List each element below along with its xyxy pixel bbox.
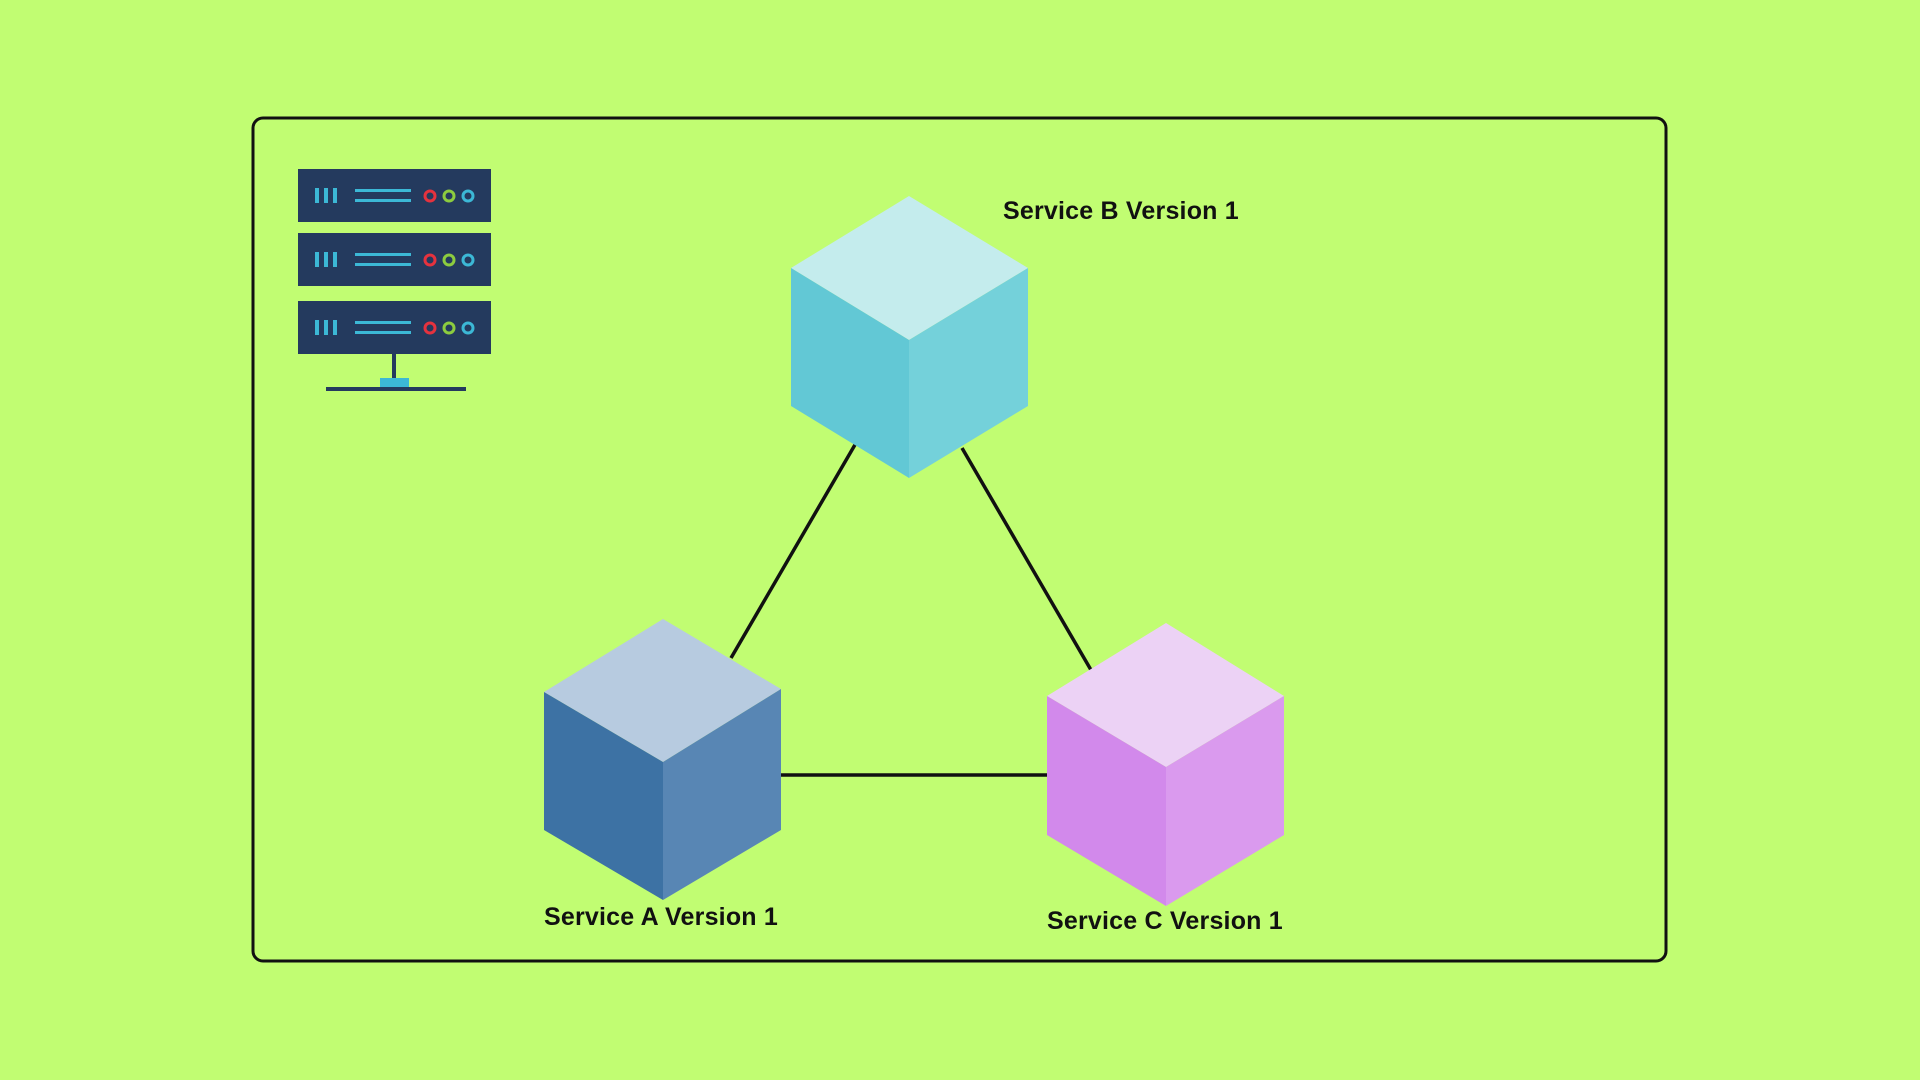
server-unit-2 [298, 233, 491, 286]
server-led-green [442, 253, 456, 267]
service-a-cube-top-face [544, 619, 781, 762]
server-unit-3 [298, 301, 491, 354]
service-b-cube-right-face [909, 268, 1028, 478]
server-vent-bar [324, 188, 328, 203]
service-a-label: Service A Version 1 [544, 903, 779, 931]
service-a-cube-right-face [663, 689, 781, 900]
server-vent-bar [333, 320, 337, 335]
server-slot-line [355, 253, 411, 256]
server-vent-bar [333, 188, 337, 203]
service-c-cube-left-face [1047, 696, 1166, 906]
server-unit-body [298, 169, 491, 222]
server-vent-bar [315, 252, 319, 267]
server-led-green [442, 321, 456, 335]
service-c-cube-right-face [1166, 696, 1284, 906]
server-vent-bar [324, 252, 328, 267]
server-led-red [423, 253, 437, 267]
server-stand-pole [392, 354, 396, 380]
server-slot-line [355, 189, 411, 192]
service-c-cube[interactable] [1047, 623, 1284, 906]
server-vent-bar [315, 320, 319, 335]
server-slot-line [355, 321, 411, 324]
server-unit-body [298, 301, 491, 354]
service-b-cube-top-face [791, 196, 1028, 340]
connector-lines [729, 442, 1093, 777]
service-c-cube-top-face [1047, 623, 1284, 767]
service-a-cube[interactable] [544, 619, 781, 900]
connector-b-c [960, 447, 1093, 671]
server-led-cyan [461, 321, 475, 335]
server-unit-1 [298, 169, 491, 222]
server-led-cyan [461, 253, 475, 267]
server-led-red [423, 189, 437, 203]
server-vent-bar [333, 252, 337, 267]
server-unit-body [298, 233, 491, 286]
connector-a-b [729, 442, 858, 659]
server-vent-bar [324, 320, 328, 335]
service-b-cube[interactable] [791, 196, 1028, 478]
service-a-cube-left-face [544, 692, 663, 900]
server-slot-line [355, 263, 411, 266]
server-led-cyan [461, 189, 475, 203]
service-b-label: Service B Version 1 [1003, 197, 1239, 225]
service-b-cube-left-face [791, 268, 909, 478]
server-vent-bar [315, 188, 319, 203]
server-led-red [423, 321, 437, 335]
server-stand-base [326, 387, 466, 391]
server-rack-icon [298, 169, 491, 391]
cluster-frame [251, 116, 1668, 963]
service-c-label: Service C Version 1 [1047, 907, 1283, 935]
server-slot-line [355, 331, 411, 334]
server-slot-line [355, 199, 411, 202]
server-led-green [442, 189, 456, 203]
